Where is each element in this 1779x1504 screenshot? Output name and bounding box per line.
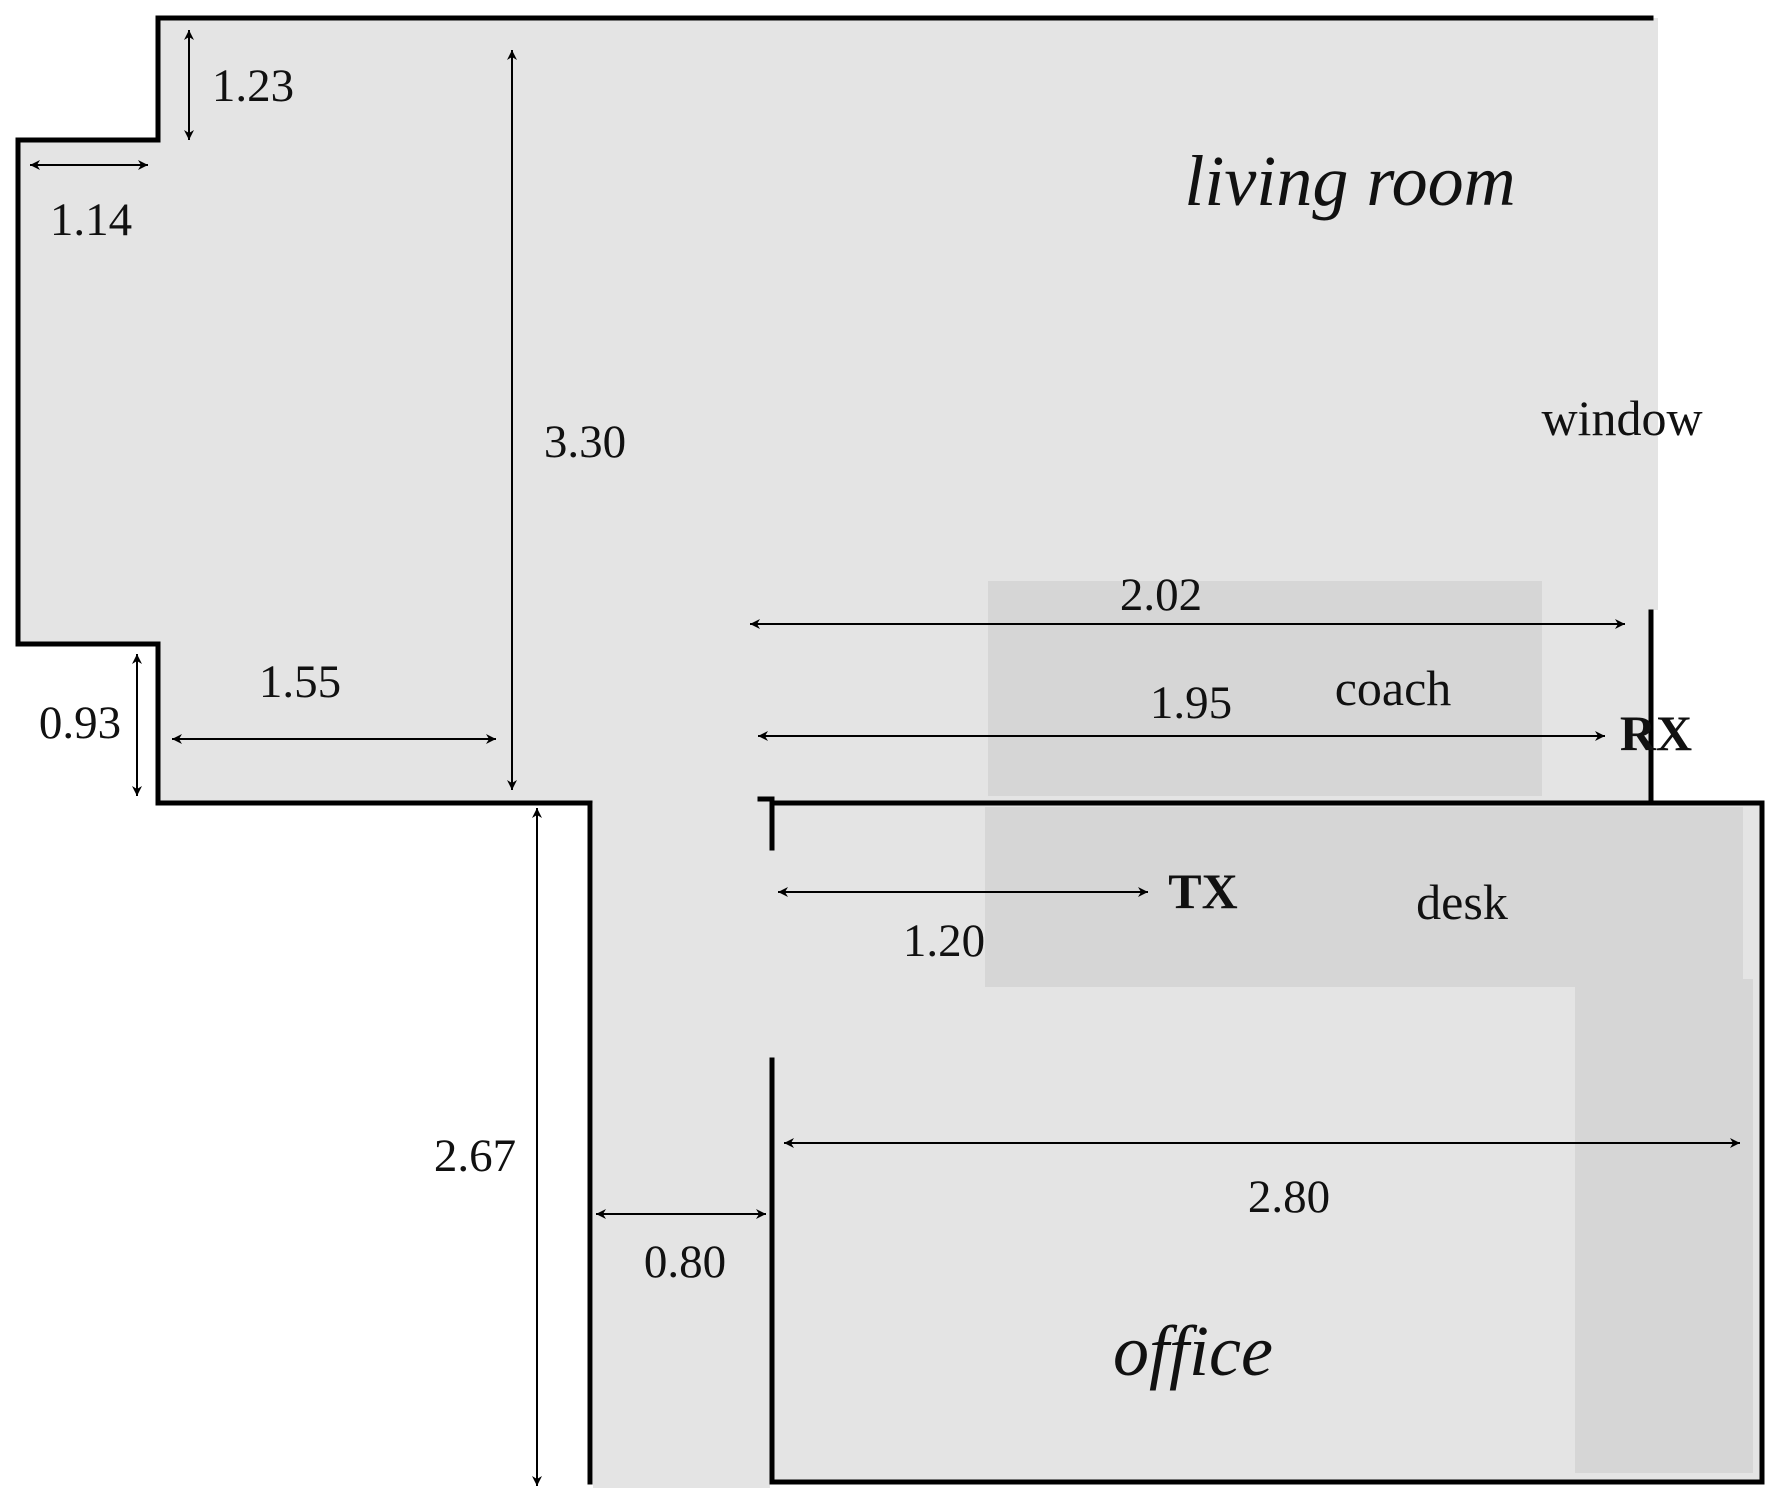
office-label: office — [1113, 1311, 1273, 1391]
dim-label-0-93: 0.93 — [39, 697, 121, 749]
dim-label-0-80: 0.80 — [644, 1236, 726, 1288]
tx-label: TX — [1168, 863, 1237, 919]
living-room-floor — [18, 18, 1762, 1488]
walls — [15, 15, 1765, 1485]
dim-label-1-95: 1.95 — [1150, 677, 1232, 729]
desk-label: desk — [1416, 874, 1508, 930]
dim-label-1-55: 1.55 — [259, 656, 341, 708]
dimension-arrows — [30, 30, 1740, 1486]
dim-label-2-02: 2.02 — [1120, 569, 1202, 621]
desk-area — [985, 807, 1743, 987]
desk-side-area — [1575, 979, 1753, 1473]
dim-label-1-20: 1.20 — [903, 915, 985, 967]
dim-label-1-23: 1.23 — [212, 60, 294, 112]
outer-wall-upper — [15, 15, 1654, 1485]
dim-label-1-14: 1.14 — [50, 194, 132, 246]
floor-area — [18, 18, 1762, 1488]
dim-label-3-30: 3.30 — [544, 416, 626, 468]
living-room-label: living room — [1184, 141, 1515, 221]
dim-label-2-67: 2.67 — [434, 1130, 516, 1182]
dim-label-2-80: 2.80 — [1248, 1171, 1330, 1223]
office-top-wall — [757, 796, 1765, 1485]
coach-label: coach — [1335, 660, 1452, 716]
coach-area — [988, 581, 1542, 796]
rx-label: RX — [1620, 705, 1692, 761]
window-label: window — [1541, 390, 1702, 446]
